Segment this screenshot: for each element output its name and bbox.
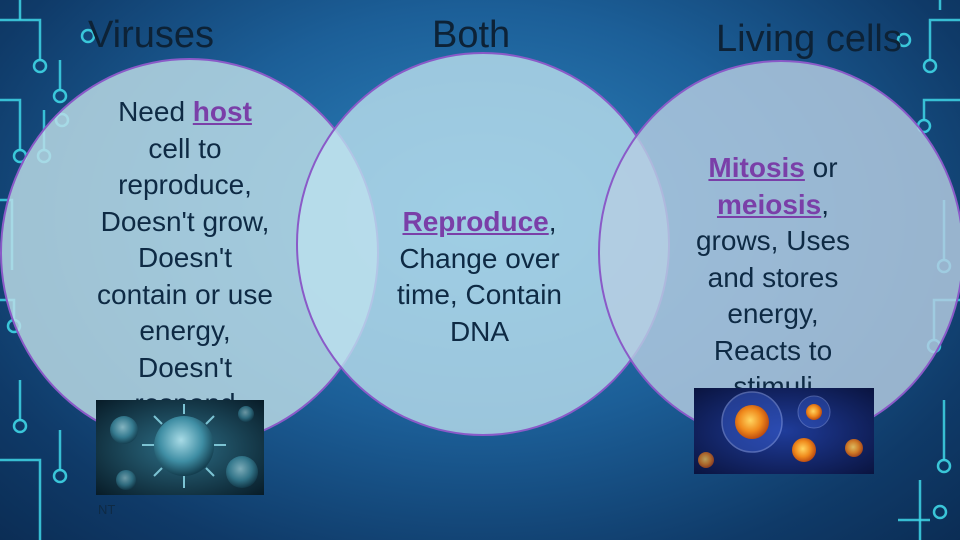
viruses-line: energy, xyxy=(70,313,300,350)
living-line: Reacts to xyxy=(668,333,878,370)
viruses-line: Doesn't xyxy=(70,350,300,387)
living-line: and stores xyxy=(668,260,878,297)
both-line-first: Reproduce, xyxy=(372,204,587,241)
living-line: energy, xyxy=(668,296,878,333)
viruses-line: Doesn't xyxy=(70,240,300,277)
heading-viruses: Viruses xyxy=(88,14,214,57)
virus-photo xyxy=(96,400,264,495)
both-line: time, Contain xyxy=(372,277,587,314)
living-line: grows, Uses xyxy=(668,223,878,260)
living-line2-suffix: , xyxy=(821,189,829,220)
footer-label: NT xyxy=(98,502,115,517)
both-line: DNA xyxy=(372,314,587,351)
heading-living-cells: Living cells xyxy=(716,18,902,61)
viruses-line: Doesn't grow, xyxy=(70,204,300,241)
viruses-line-prefix: Need xyxy=(118,96,193,127)
viruses-line: contain or use xyxy=(70,277,300,314)
keyword-reproduce: Reproduce xyxy=(402,206,548,237)
cell-photo xyxy=(694,388,874,474)
both-comma: , xyxy=(549,206,557,237)
living-cells-text: Mitosis or meiosis, grows, Uses and stor… xyxy=(668,150,878,392)
living-line-first: Mitosis or xyxy=(668,150,878,187)
living-line-second: meiosis, xyxy=(668,187,878,224)
viruses-line: cell to xyxy=(70,131,300,168)
viruses-line-first: Need host xyxy=(70,94,300,131)
viruses-line: reproduce, xyxy=(70,167,300,204)
heading-both: Both xyxy=(432,14,510,57)
both-text: Reproduce, Change over time, Contain DNA xyxy=(372,204,587,350)
keyword-meiosis: meiosis xyxy=(717,189,821,220)
keyword-host: host xyxy=(193,96,252,127)
both-line: Change over xyxy=(372,241,587,278)
keyword-mitosis: Mitosis xyxy=(708,152,804,183)
living-line1-suffix: or xyxy=(805,152,838,183)
